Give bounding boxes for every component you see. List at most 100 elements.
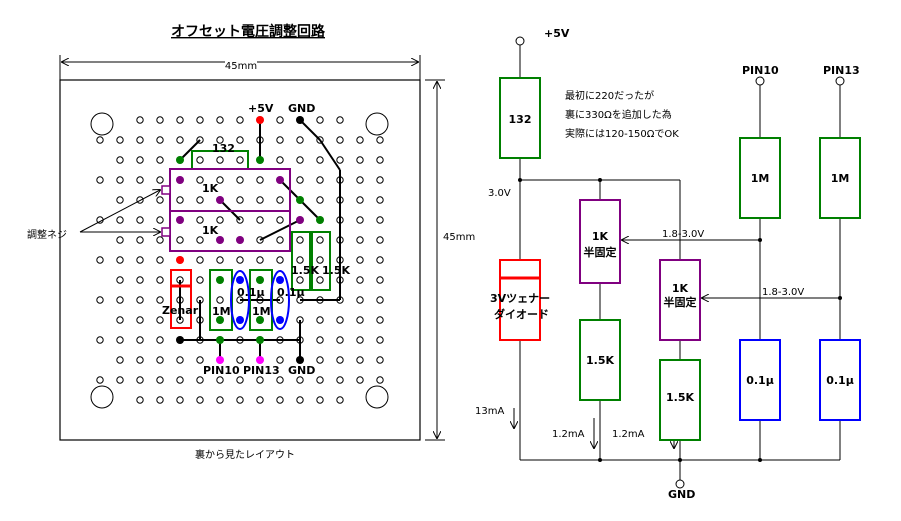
pad [276, 356, 284, 364]
note-line-2: 裏に330Ωを追加した為 [565, 108, 672, 121]
sch-c1-label: 0.1μ [746, 374, 774, 387]
component-pads [176, 116, 324, 364]
sch-resistor-1.5k-1 [579, 319, 621, 401]
component-pad [296, 216, 304, 224]
layout-zener [170, 269, 192, 329]
pad [376, 196, 384, 204]
pad [256, 216, 264, 224]
pad [376, 356, 384, 364]
pad [356, 336, 364, 344]
pad [296, 236, 304, 244]
pad [296, 176, 304, 184]
gnd-terminal [675, 479, 685, 489]
component-pad [176, 336, 184, 344]
sch-gnd-label: GND [668, 488, 695, 501]
component-pad [296, 116, 304, 124]
sch-current-total: 13mA [475, 406, 504, 417]
pad [376, 276, 384, 284]
adjust-screw-2 [161, 227, 171, 237]
pad [296, 396, 304, 404]
sch-range-1: 1.8-3.0V [662, 229, 704, 240]
sch-cap-2 [819, 339, 861, 421]
pad [316, 396, 324, 404]
pad [156, 256, 164, 264]
component-pad [216, 276, 224, 284]
pad [116, 356, 124, 364]
sch-pot2-sub: 半固定 [664, 295, 697, 309]
pad [356, 376, 364, 384]
pad [176, 396, 184, 404]
height-dimension [425, 79, 445, 441]
pad [136, 136, 144, 144]
pad [216, 376, 224, 384]
pad [116, 216, 124, 224]
layout-5v-label: +5V [248, 102, 274, 115]
pad [96, 296, 104, 304]
pad [276, 116, 284, 124]
sch-pin13-label: PIN13 [823, 64, 860, 77]
pad [196, 216, 204, 224]
pad [136, 376, 144, 384]
pad [336, 156, 344, 164]
pad [276, 236, 284, 244]
pad [256, 196, 264, 204]
sch-resistor-132 [499, 77, 541, 159]
mount-hole [90, 385, 114, 409]
component-pad [236, 236, 244, 244]
pad [256, 176, 264, 184]
pad [136, 216, 144, 224]
component-pad [256, 276, 264, 284]
pad [356, 196, 364, 204]
sch-132-label: 132 [509, 113, 532, 126]
pad [376, 176, 384, 184]
pad [256, 376, 264, 384]
sch-c2-label: 0.1μ [826, 374, 854, 387]
pad [376, 216, 384, 224]
adjust-screw-label: 調整ネジ [27, 228, 67, 241]
component-pad [296, 356, 304, 364]
pad [196, 116, 204, 124]
traces [179, 119, 341, 360]
pad [96, 256, 104, 264]
pad [216, 296, 224, 304]
pad [376, 296, 384, 304]
pad [296, 276, 304, 284]
pad [376, 256, 384, 264]
pad [316, 356, 324, 364]
pad [156, 316, 164, 324]
pad [136, 256, 144, 264]
adjust-screw-1 [161, 185, 171, 195]
pad [316, 336, 324, 344]
component-pad [216, 336, 224, 344]
layout-1m-a-label: 1M [212, 305, 231, 318]
layout-15k-b-label: 1.5K [322, 264, 350, 277]
pad [156, 396, 164, 404]
pad [236, 156, 244, 164]
pad [376, 336, 384, 344]
pad [296, 256, 304, 264]
pad [276, 156, 284, 164]
mount-hole [90, 112, 114, 136]
pad [356, 236, 364, 244]
layout-15k-a-label: 1.5K [291, 264, 319, 277]
pad [216, 116, 224, 124]
pad [136, 116, 144, 124]
layout-title: オフセット電圧調整回路 [171, 23, 326, 40]
pad [356, 276, 364, 284]
pad [276, 376, 284, 384]
sch-pot1-label: 1K [592, 230, 609, 243]
pad [136, 156, 144, 164]
pad [236, 196, 244, 204]
pad [296, 156, 304, 164]
layout-132-label: 132 [212, 142, 235, 155]
pad [196, 376, 204, 384]
pad [136, 396, 144, 404]
pad [356, 356, 364, 364]
pad [336, 376, 344, 384]
component-pad [176, 256, 184, 264]
mount-hole [365, 112, 389, 136]
callout-arrow [79, 190, 160, 233]
pad [336, 136, 344, 144]
component-pad [216, 196, 224, 204]
pad [156, 376, 164, 384]
